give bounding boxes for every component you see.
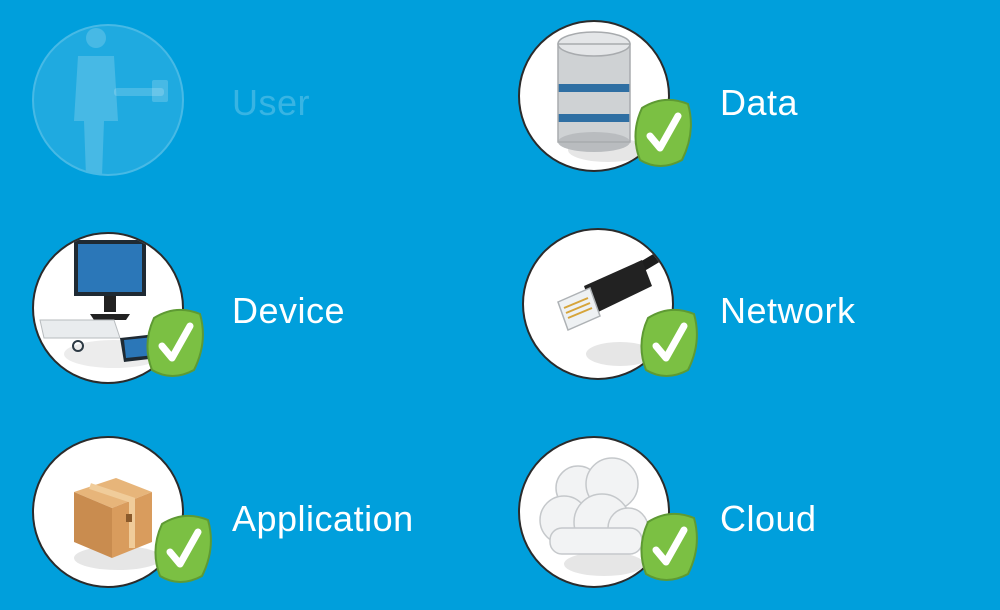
package-box-icon (74, 478, 162, 570)
label-application: Application (232, 498, 414, 539)
cloud-circle (518, 436, 670, 588)
item-device: Device (32, 232, 472, 392)
user-circle (32, 24, 184, 176)
cloud-icon (539, 457, 649, 576)
item-network: Network (522, 228, 962, 388)
label-data: Data (720, 82, 799, 123)
check-badge-icon (640, 308, 698, 377)
check-badge-icon (146, 308, 204, 377)
item-cloud: Cloud (518, 436, 958, 596)
item-user: User (32, 24, 472, 184)
label-cloud: Cloud (720, 498, 817, 539)
user-person-icon (74, 28, 168, 174)
label-user: User (232, 82, 311, 123)
check-badge-icon (634, 98, 692, 167)
database-icon (557, 31, 648, 162)
ethernet-cable-icon (557, 242, 672, 366)
check-badge-icon (640, 512, 698, 581)
label-network: Network (720, 290, 856, 331)
check-badge-icon (154, 514, 212, 583)
item-data: Data (518, 20, 958, 180)
item-application: Application (32, 436, 472, 596)
label-device: Device (232, 290, 346, 331)
